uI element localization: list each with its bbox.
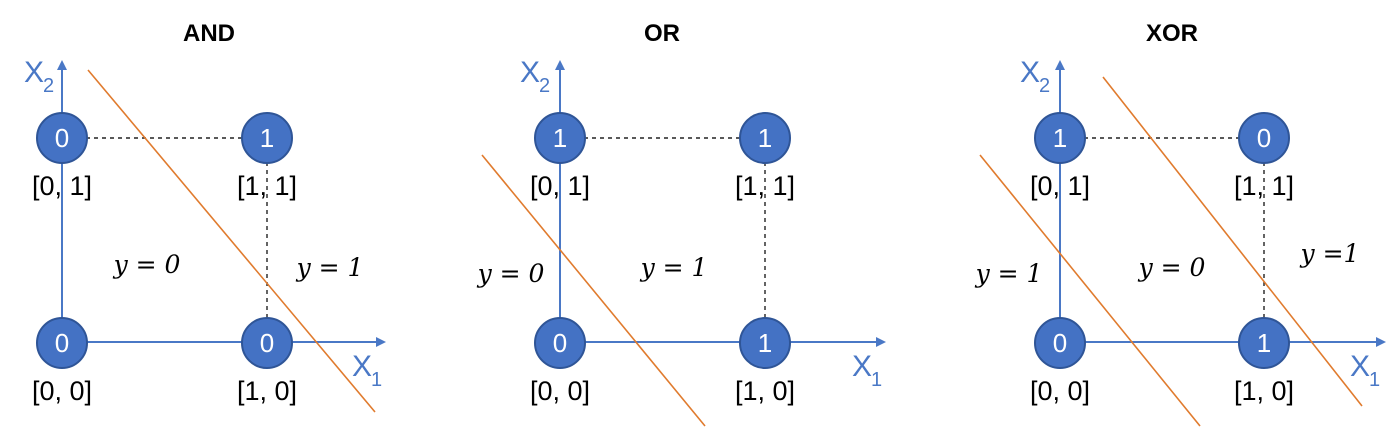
decision-boundary-line — [481, 154, 706, 427]
decision-boundary-line — [87, 69, 376, 413]
region-label: y =1 — [1300, 239, 1360, 268]
svg-text:X: X — [520, 56, 540, 89]
coordinate-label: [0, 1] — [1030, 171, 1090, 201]
svg-text:0: 0 — [260, 328, 274, 358]
svg-text:X: X — [1350, 350, 1370, 383]
y-axis-label: X 2 — [520, 56, 550, 97]
coordinate-label: [0, 0] — [32, 376, 92, 406]
region-label: y = 0 — [113, 250, 181, 279]
coordinate-label: [1, 1] — [1234, 171, 1294, 201]
decision-boundary-line — [979, 154, 1201, 427]
node-0-1: 1 — [534, 112, 586, 164]
y-axis-label: X 2 — [24, 56, 54, 97]
svg-text:0: 0 — [1053, 328, 1067, 358]
x-axis-label: X 1 — [852, 350, 882, 391]
node-1-1: 1 — [241, 112, 293, 164]
svg-text:2: 2 — [43, 75, 54, 97]
coordinate-label: [1, 0] — [735, 376, 795, 406]
coordinate-label: [0, 0] — [1030, 376, 1090, 406]
node-1-0: 0 — [241, 317, 293, 369]
svg-text:0: 0 — [55, 328, 69, 358]
svg-text:1: 1 — [758, 123, 772, 153]
node-0-0: 0 — [36, 317, 88, 369]
svg-text:1: 1 — [371, 369, 382, 391]
coordinate-label: [1, 1] — [237, 171, 297, 201]
coordinate-label: [0, 0] — [530, 376, 590, 406]
svg-text:1: 1 — [1053, 123, 1067, 153]
svg-text:1: 1 — [1257, 328, 1271, 358]
svg-text:2: 2 — [1039, 75, 1050, 97]
coordinate-label: [0, 1] — [32, 171, 92, 201]
node-1-0: 1 — [739, 317, 791, 369]
panel-title: AND — [183, 20, 235, 47]
node-0-0: 0 — [534, 317, 586, 369]
svg-text:1: 1 — [871, 369, 882, 391]
node-0-0: 0 — [1034, 317, 1086, 369]
x-axis-label: X 1 — [1350, 350, 1380, 391]
node-1-0: 1 — [1238, 317, 1290, 369]
coordinate-label: [1, 0] — [1234, 376, 1294, 406]
svg-text:1: 1 — [553, 123, 567, 153]
panel-or: OR X 2 X 1 1 1 0 1 [0, 1] — [477, 20, 886, 427]
svg-text:0: 0 — [1257, 123, 1271, 153]
panel-xor: XOR X 2 X 1 1 0 0 1 [0, — [975, 20, 1386, 427]
svg-text:1: 1 — [758, 328, 772, 358]
panel-title: OR — [644, 20, 680, 47]
svg-text:2: 2 — [539, 75, 550, 97]
svg-text:0: 0 — [55, 123, 69, 153]
decision-boundary-line — [1102, 76, 1363, 407]
region-label: y = 0 — [477, 259, 545, 288]
svg-text:X: X — [24, 56, 44, 89]
svg-text:X: X — [852, 350, 872, 383]
coordinate-label: [1, 1] — [735, 171, 795, 201]
svg-text:1: 1 — [1369, 369, 1380, 391]
svg-text:X: X — [1020, 56, 1040, 89]
coordinate-label: [0, 1] — [530, 171, 590, 201]
node-0-1: 1 — [1034, 112, 1086, 164]
svg-text:1: 1 — [260, 123, 274, 153]
region-label: y = 1 — [975, 259, 1043, 288]
y-axis-label: X 2 — [1020, 56, 1050, 97]
node-1-1: 1 — [739, 112, 791, 164]
node-0-1: 0 — [36, 112, 88, 164]
region-label: y = 1 — [296, 253, 364, 282]
region-label: y = 1 — [640, 253, 708, 282]
panel-title: XOR — [1146, 20, 1198, 47]
node-1-1: 0 — [1238, 112, 1290, 164]
coordinate-label: [1, 0] — [237, 376, 297, 406]
svg-text:0: 0 — [553, 328, 567, 358]
region-label: y = 0 — [1138, 253, 1206, 282]
x-axis-label: X 1 — [352, 350, 382, 391]
svg-text:X: X — [352, 350, 372, 383]
panel-and: AND X 2 X 1 0 1 0 0 [0, 1] — [24, 20, 386, 413]
